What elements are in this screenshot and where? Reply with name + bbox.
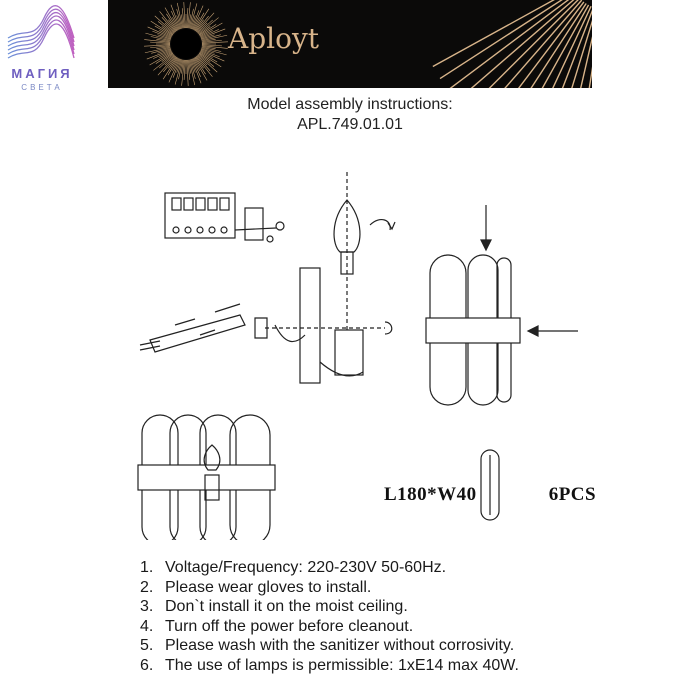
instructions-list: 1. Voltage/Frequency: 220-230V 50-60Hz. 2… [140,558,519,675]
item-text: Don`t install it on the moist ceiling. [165,598,408,615]
model-number: APL.749.01.01 [297,116,403,133]
item-number: 1. [140,559,154,576]
magiya-sveta-logo: МАГИЯ СВЕТА [4,4,80,96]
crystal-spec: L180*W40 6PCS [384,484,618,506]
assembly-diagram [137,172,578,540]
item-number: 6. [140,656,154,674]
brand-banner: Aployt [108,0,592,88]
list-item: 1. Voltage/Frequency: 220-230V 50-60Hz. [140,558,519,578]
shade-side-view-icon [425,205,578,406]
logo-text-sveta: СВЕТА [21,83,63,92]
item-text: Please wear gloves to install. [165,578,372,596]
item-number: 3. [140,598,154,615]
item-text: Please wash with the sanitizer without c… [165,637,515,654]
list-item: 6. The use of lamps is permissible: 1xE14… [140,656,519,676]
sunburst-icon [144,0,592,88]
item-text: Voltage/Frequency: 220-230V 50-60Hz. [165,559,447,576]
bulb-icon [333,172,396,330]
page-title: Model assembly instructions: [247,96,453,113]
wall-sconce-side-icon [265,267,393,384]
list-item: 2. Please wear gloves to install. [140,578,519,598]
list-item: 4. Turn off the power before cleanout. [140,617,519,637]
item-text: The use of lamps is permissible: 1xE14 m… [165,656,519,674]
mounting-bracket-icon [139,303,306,353]
crystal-size: L180*W40 [384,484,477,505]
item-number: 2. [140,578,154,596]
item-number: 4. [140,617,154,635]
item-number: 5. [140,637,154,654]
item-text: Turn off the power before cleanout. [165,617,414,635]
terminal-block-icon [164,192,285,243]
list-item: 3. Don`t install it on the moist ceiling. [140,597,519,617]
list-item: 5. Please wash with the sanitizer without… [140,636,519,656]
logo-text-magiya: МАГИЯ [11,66,73,81]
crystal-quantity: 6PCS [548,484,597,505]
crystal-icon [480,449,500,521]
brand-name: Aployt [228,22,320,55]
wave-logo-icon [7,5,75,59]
shade-front-view-icon [137,414,276,540]
